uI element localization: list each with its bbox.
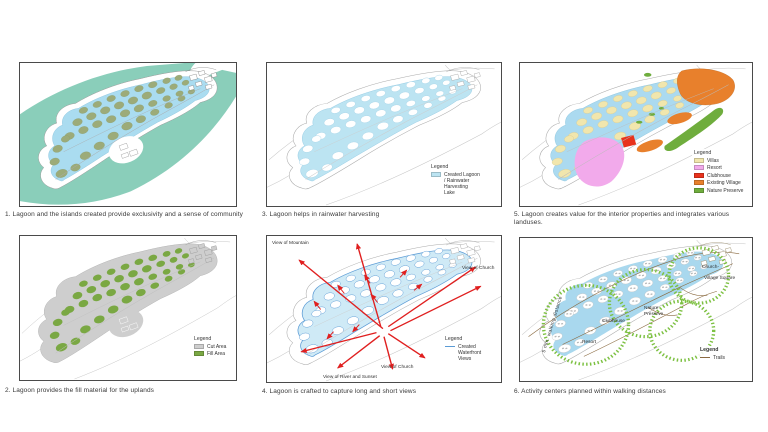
label-view-of-church-se: View of Church [381,365,414,370]
legend-label: Created Lagoon / Rainwater Harvesting La… [444,171,480,196]
legend-swatch-nature-preserve [694,187,704,193]
caption-3: 3. Lagoon helps in rainwater harvesting [262,211,380,218]
legend-label: Clubhouse [707,172,731,179]
legend-label: Resort [707,165,722,171]
legend-item: Resort [694,165,743,171]
legend-swatch-clubhouse [694,172,704,178]
legend-item: Existing Village [694,180,743,186]
legend-swatch-fill-area [194,351,204,357]
legend-item: Created Lagoon / Rainwater Harvesting La… [431,172,480,196]
legend-item: Villas [694,158,743,164]
legend-title: Legend [194,336,212,342]
legend-item: Nature Preserve [694,188,743,194]
legend-label: Existing Village [707,180,741,186]
legend-title: Legend [431,164,449,170]
panel-4-views-map: View of Mountain View of Church View of … [266,235,502,383]
legend-title: Legend [445,336,463,342]
panel-2-cut-fill-map: Legend Cut Area Fill Area [19,235,237,381]
legend-title: Legend [694,150,712,156]
legend-label: Cut Area [207,343,227,350]
legend-p4: Legend Created Waterfront Views [443,335,487,364]
legend-item: Trails [700,355,725,361]
legend-item: Clubhouse [694,173,743,179]
legend-swatch-resort [694,165,704,171]
legend-p6: Legend Trails [698,346,728,363]
label-resort: Resort [582,340,597,345]
label-church: Church- [702,265,720,270]
legend-swatch-villas [694,157,704,163]
label-view-of-mountain: View of Mountain [272,241,309,246]
legend-swatch-trails [700,356,710,359]
panel-3-rainwater-map: Legend Created Lagoon / Rainwater Harves… [266,62,502,207]
legend-label: Created Waterfront Views [458,343,482,362]
label-view-of-river-and-sunset: View of River and Sunset [323,375,377,380]
legend-label: Fill Area [207,351,226,357]
label-village-square: Village Square [704,276,736,281]
legend-item: Fill Area [194,351,226,357]
legend-label: Nature Preserve [707,187,744,194]
legend-p2: Legend Cut Area Fill Area [192,335,229,360]
panel-1-lagoon-community-map [19,62,237,207]
legend-swatch-cut-area [194,343,204,349]
legend-swatch-lagoon [431,171,441,177]
legend-label: Trails [713,354,726,361]
caption-1: 1. Lagoon and the islands created provid… [5,211,243,218]
legend-p3: Legend Created Lagoon / Rainwater Harves… [429,163,482,198]
legend-swatch-existing-village [694,180,704,186]
panel-6-walking-distance-map: Church- Village Square Nature Preserve C… [519,237,753,382]
legend-item: Cut Area [194,344,226,350]
label-clubhouse: Clubhouse [602,319,625,324]
legend-title: Legend [700,347,719,353]
caption-2: 2. Lagoon provides the fill material for… [5,387,155,394]
caption-4: 4. Lagoon is crafted to capture long and… [262,388,417,395]
legend-swatch-waterfront-views [445,345,455,348]
label-view-of-church-ne: View of Church [462,266,495,271]
caption-6: 6. Activity centers planned within walki… [514,388,666,395]
label-nature-preserve: Nature Preserve [644,306,664,317]
caption-5: 5. Lagoon creates value for the interior… [514,211,730,226]
legend-label: Villas [707,157,719,164]
panel-5-landuse-map: Legend Villas Resort Clubhouse Existing … [519,62,753,207]
legend-p5: Legend Villas Resort Clubhouse Existing … [692,149,746,196]
legend-item: Created Waterfront Views [445,344,485,362]
